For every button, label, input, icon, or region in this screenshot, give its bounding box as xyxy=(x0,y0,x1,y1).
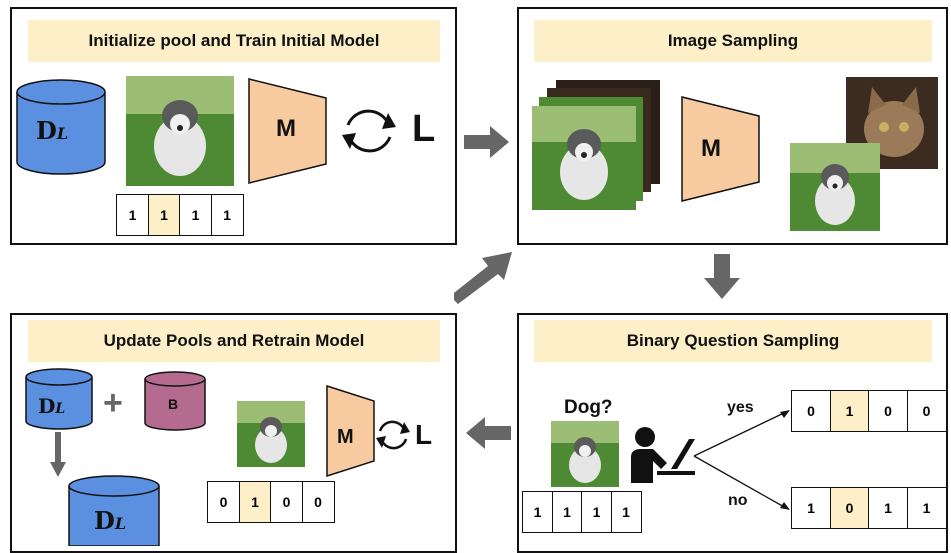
label-cell: 1 xyxy=(551,491,583,533)
label-cell: 1 xyxy=(210,194,244,236)
image-stack xyxy=(532,80,660,210)
dataset-dl-merged-cylinder xyxy=(68,475,160,546)
label-cell: 0 xyxy=(906,390,947,432)
label-cell: 1 xyxy=(179,194,212,236)
label-cell: 1 xyxy=(116,194,149,236)
label-cell: 1 xyxy=(522,491,553,533)
plus-sign: + xyxy=(103,384,123,422)
label-cell: 0 xyxy=(868,390,908,432)
label-cell: 1 xyxy=(906,487,947,529)
arrow-down xyxy=(704,254,740,299)
dataset-dl-merged-label: DL xyxy=(94,506,127,535)
loss-label: L xyxy=(412,108,436,150)
label-cell: 0 xyxy=(791,390,831,432)
husky-image-sampled xyxy=(790,143,880,231)
dataset-dl-label: DL xyxy=(36,116,69,145)
label-cell: 0 xyxy=(301,481,335,523)
label-cell: 0 xyxy=(270,481,303,523)
model-label: M xyxy=(337,426,354,448)
pool-b-cylinder xyxy=(144,371,206,431)
label-cell: 1 xyxy=(868,487,908,529)
model-trapezoid-small xyxy=(326,385,375,477)
arrow-up-right xyxy=(454,252,512,304)
label-cell: 1 xyxy=(147,194,181,236)
refresh-cycle-icon xyxy=(342,109,396,153)
husky-image xyxy=(126,76,234,186)
model-label: M xyxy=(276,115,296,142)
label-cell: 1 xyxy=(829,390,870,432)
husky-image-small xyxy=(237,401,305,467)
panel-binary-question-title: Binary Question Sampling xyxy=(534,320,932,362)
arrow-down-small xyxy=(50,432,66,477)
model-trapezoid xyxy=(681,96,760,202)
label-cell: 1 xyxy=(238,481,272,523)
refresh-cycle-icon xyxy=(376,420,410,450)
yes-label: yes xyxy=(727,399,754,416)
dataset-dl-cylinder xyxy=(16,79,106,175)
arrow-right xyxy=(464,126,509,158)
panel-image-sampling-title: Image Sampling xyxy=(534,20,932,62)
annotator-at-laptop-icon xyxy=(631,427,695,483)
label-cell: 0 xyxy=(207,481,240,523)
husky-image-question xyxy=(551,421,619,487)
dataset-dl-cylinder xyxy=(25,368,93,430)
label-cell: 0 xyxy=(829,487,870,529)
no-label: no xyxy=(728,492,748,509)
label-cell: 1 xyxy=(581,491,612,533)
loss-label: L xyxy=(415,419,433,450)
arrow-left xyxy=(466,417,511,449)
label-cell: 1 xyxy=(791,487,831,529)
panel-update-pools-title: Update Pools and Retrain Model xyxy=(28,320,440,362)
model-trapezoid xyxy=(248,78,327,184)
question-text: Dog? xyxy=(564,397,613,418)
model-label: M xyxy=(701,135,721,162)
panel-initialize-title: Initialize pool and Train Initial Model xyxy=(28,20,440,62)
branch-arrows xyxy=(693,410,790,510)
label-cell: 1 xyxy=(610,491,642,533)
cat-image xyxy=(846,77,938,169)
dataset-dl-label: DL xyxy=(38,394,66,418)
pool-b-label: B xyxy=(168,396,179,412)
